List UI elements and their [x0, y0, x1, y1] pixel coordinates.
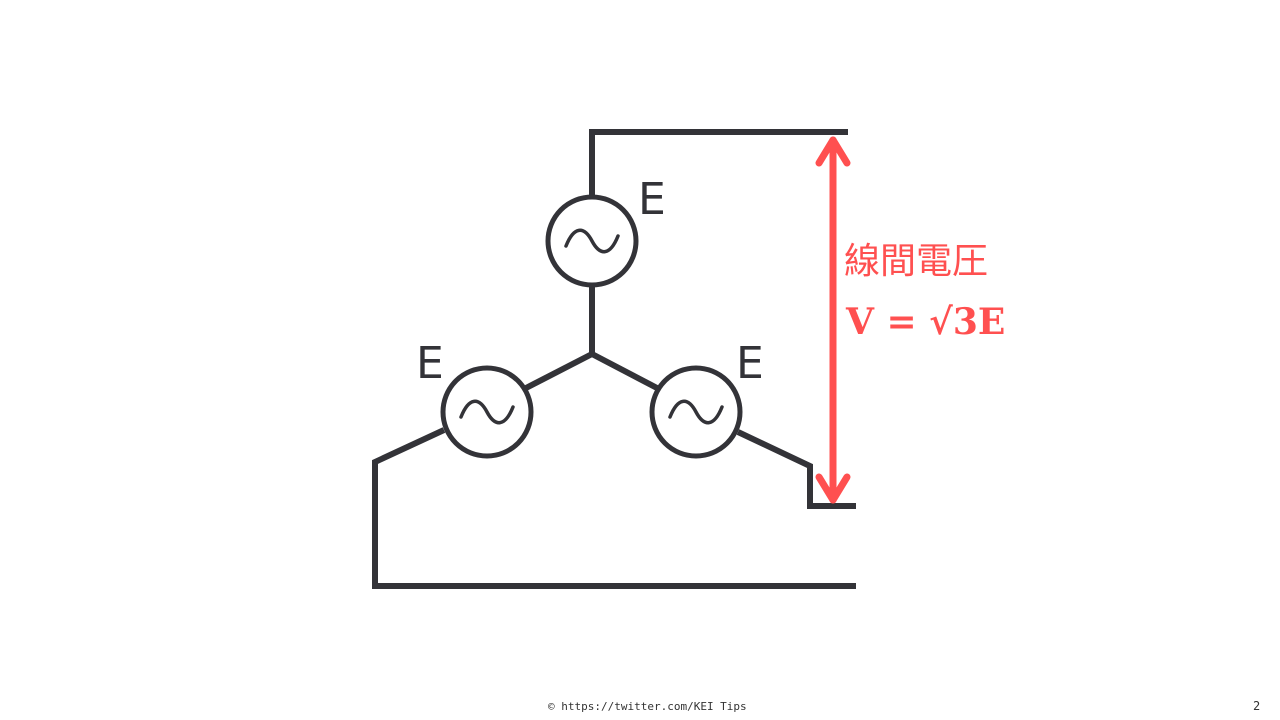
source-top	[545, 194, 639, 288]
line-voltage-formula: V = √3E	[845, 301, 1005, 343]
bottom-wire	[372, 427, 856, 589]
arrow-head-down-icon	[815, 473, 851, 504]
source-right	[649, 365, 743, 459]
sine-wave-icon	[459, 399, 515, 425]
right-wire	[736, 429, 856, 509]
arrow-head-up-icon	[815, 136, 851, 167]
page-number: 2	[1253, 699, 1261, 713]
label-e-left: E	[416, 338, 444, 389]
label-e-top: E	[638, 174, 666, 225]
sine-wave-icon	[668, 399, 724, 425]
line-voltage-title: 線間電圧	[844, 241, 988, 282]
right-branch-wire	[590, 351, 659, 391]
left-branch-wire	[524, 351, 594, 391]
sine-wave-icon	[564, 228, 620, 254]
voltage-arrow	[815, 136, 851, 504]
top-wire	[589, 129, 848, 196]
footer-credit: © https://twitter.com/KEI Tips	[548, 700, 747, 713]
source-left	[440, 365, 534, 459]
label-e-right: E	[736, 338, 764, 389]
wires	[372, 129, 856, 589]
